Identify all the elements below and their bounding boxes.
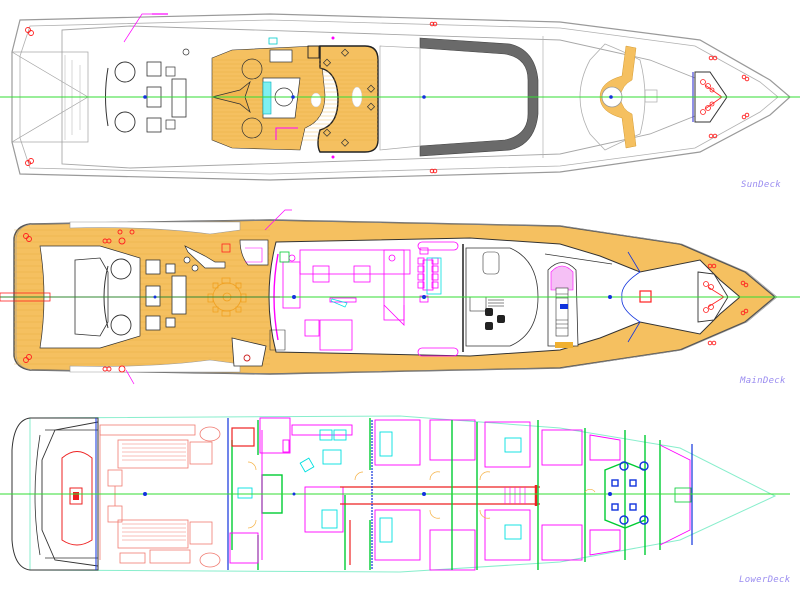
sun-deck-plan: SunDeck (0, 0, 800, 200)
lower-deck-plan: LowerDeck (0, 400, 800, 593)
main-deck-label: MainDeck (740, 376, 786, 386)
sun-deck-label: SunDeck (741, 180, 782, 190)
lower-deck-drawing (0, 415, 790, 573)
sun-deck-drawing (0, 13, 800, 181)
main-deck-plan: MainDeck (0, 200, 800, 400)
lower-deck-label: LowerDeck (739, 575, 791, 585)
main-deck-drawing (0, 209, 800, 385)
